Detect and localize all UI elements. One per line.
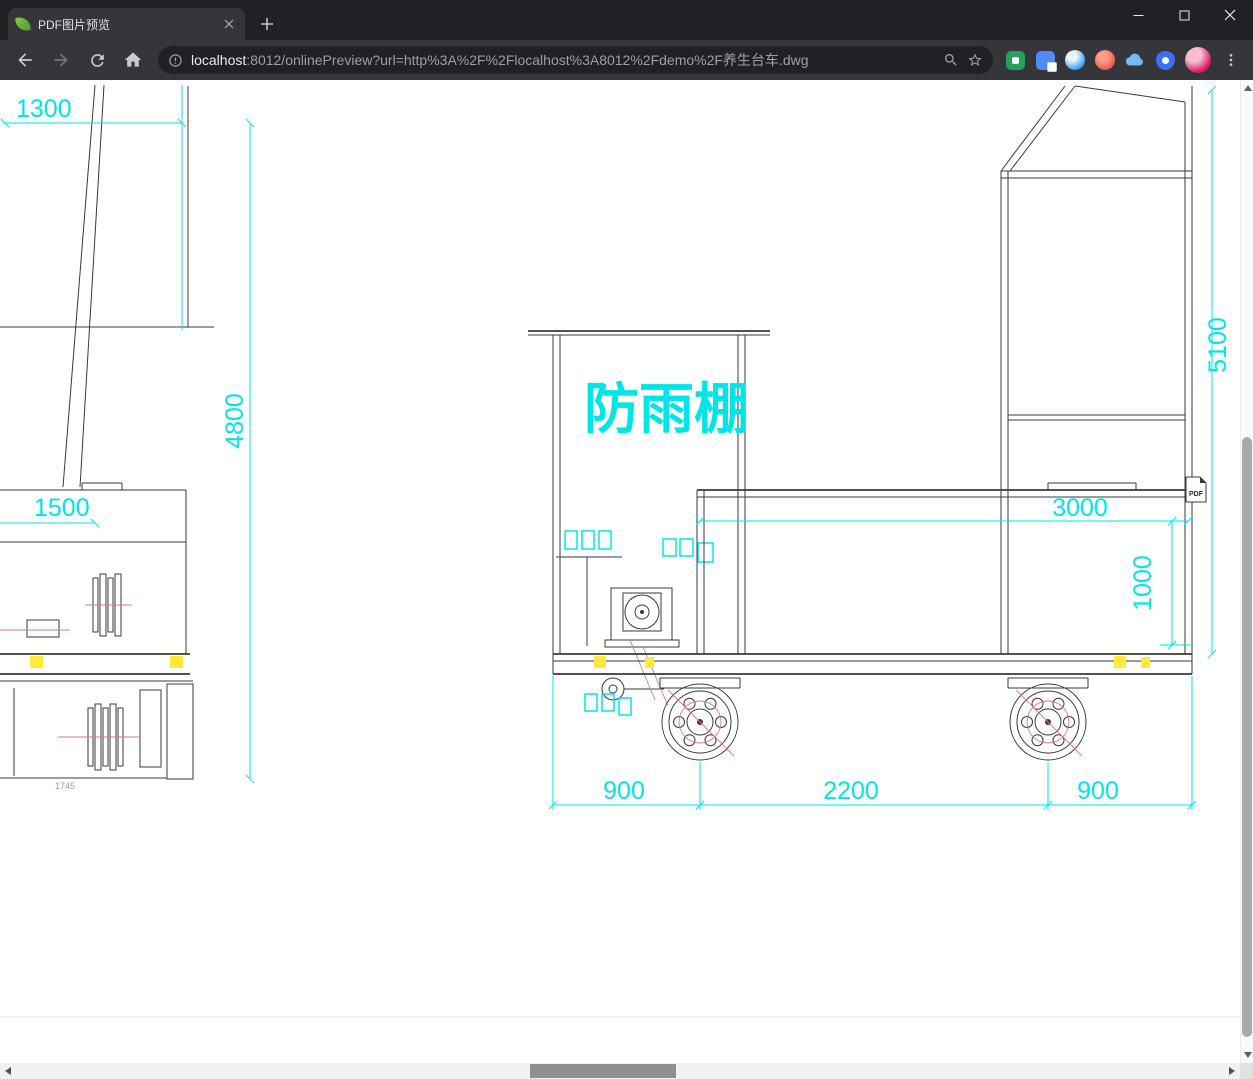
back-button[interactable] — [8, 43, 42, 77]
shelter-label: 防雨棚 — [584, 378, 749, 440]
tab-close-icon[interactable] — [221, 16, 237, 32]
tab-title: PDF图片预览 — [38, 17, 111, 32]
window-titlebar: PDF图片预览 — [0, 0, 1253, 40]
horizontal-scroll-thumb[interactable] — [530, 1064, 676, 1078]
left-view-centerlines — [0, 604, 140, 738]
page-content: 1300 1500 4800 1745 防雨棚 — [0, 80, 1253, 1079]
extension-translate-icon[interactable] — [1031, 45, 1059, 75]
dim-label-5100: 5100 — [1204, 317, 1232, 373]
trolley-platform — [552, 653, 1193, 675]
pdf-attachment-icon[interactable]: PDF — [1185, 476, 1207, 503]
extension-cloud-icon[interactable] — [1121, 45, 1149, 75]
left-view-highlights — [30, 656, 183, 668]
scroll-left-arrow-icon[interactable] — [5, 1067, 11, 1075]
wheel-right — [1007, 677, 1089, 761]
browser-tab[interactable]: PDF图片预览 — [8, 8, 245, 40]
dim-label-1000: 1000 — [1129, 555, 1157, 611]
pdf-badge-text: PDF — [1189, 491, 1204, 498]
url-text[interactable]: localhost:8012/onlinePreview?url=http%3A… — [191, 50, 935, 70]
leaf-favicon-icon — [15, 16, 31, 32]
forward-button[interactable] — [44, 43, 78, 77]
maximize-button[interactable] — [1161, 0, 1207, 30]
dim-label-900-left: 900 — [603, 777, 645, 805]
horizontal-scrollbar[interactable] — [0, 1063, 1240, 1079]
wheel-left — [659, 677, 741, 761]
scroll-up-arrow-icon[interactable] — [1244, 85, 1252, 91]
dim-label-1500: 1500 — [34, 494, 90, 522]
extension-green-icon[interactable] — [1001, 45, 1029, 75]
scroll-right-arrow-icon[interactable] — [1229, 1067, 1235, 1075]
reload-button[interactable] — [80, 43, 114, 77]
vertical-scroll-thumb[interactable] — [1242, 437, 1252, 1037]
page-info-icon[interactable] — [168, 53, 183, 68]
close-button[interactable] — [1207, 0, 1253, 30]
window-controls — [1115, 0, 1253, 30]
cargo-beam — [696, 482, 1192, 654]
profile-avatar[interactable] — [1185, 47, 1211, 73]
left-view-dimensions: 1300 1500 4800 1745 — [0, 85, 255, 791]
scrollbar-corner — [1240, 1063, 1253, 1079]
zoom-icon[interactable] — [943, 52, 959, 68]
right-frame-view — [1000, 85, 1193, 654]
extension-blue-globe-icon[interactable] — [1061, 45, 1089, 75]
url-path: :8012/onlinePreview?url=http%3A%2F%2Floc… — [246, 52, 809, 68]
shelter-front-view: 防雨棚 — [528, 330, 770, 716]
scroll-down-arrow-icon[interactable] — [1244, 1052, 1252, 1058]
dim-label-3000: 3000 — [1052, 494, 1108, 522]
home-button[interactable] — [116, 43, 150, 77]
dim-label-1300: 1300 — [16, 95, 72, 123]
new-tab-button[interactable] — [253, 10, 281, 38]
minimize-button[interactable] — [1115, 0, 1161, 30]
browser-toolbar: localhost:8012/onlinePreview?url=http%3A… — [0, 40, 1253, 80]
url-host: localhost — [191, 52, 247, 68]
address-bar[interactable]: localhost:8012/onlinePreview?url=http%3A… — [158, 46, 993, 74]
dim-label-small: 1745 — [55, 781, 75, 791]
dim-label-2200: 2200 — [823, 777, 879, 805]
dim-label-4800: 4800 — [221, 393, 249, 449]
bookmark-star-icon[interactable] — [967, 52, 983, 68]
vertical-scrollbar[interactable] — [1240, 80, 1253, 1063]
bottom-dimensions: 900 2200 900 — [548, 676, 1197, 810]
cad-preview-canvas: 1300 1500 4800 1745 防雨棚 — [0, 84, 1240, 1018]
dim-label-900-right: 900 — [1077, 777, 1119, 805]
extension-red-icon[interactable] — [1091, 45, 1119, 75]
browser-menu-icon[interactable] — [1217, 45, 1245, 75]
beam-dimensions: 3000 1000 5100 — [695, 85, 1232, 659]
extension-shield-icon[interactable] — [1151, 45, 1179, 75]
